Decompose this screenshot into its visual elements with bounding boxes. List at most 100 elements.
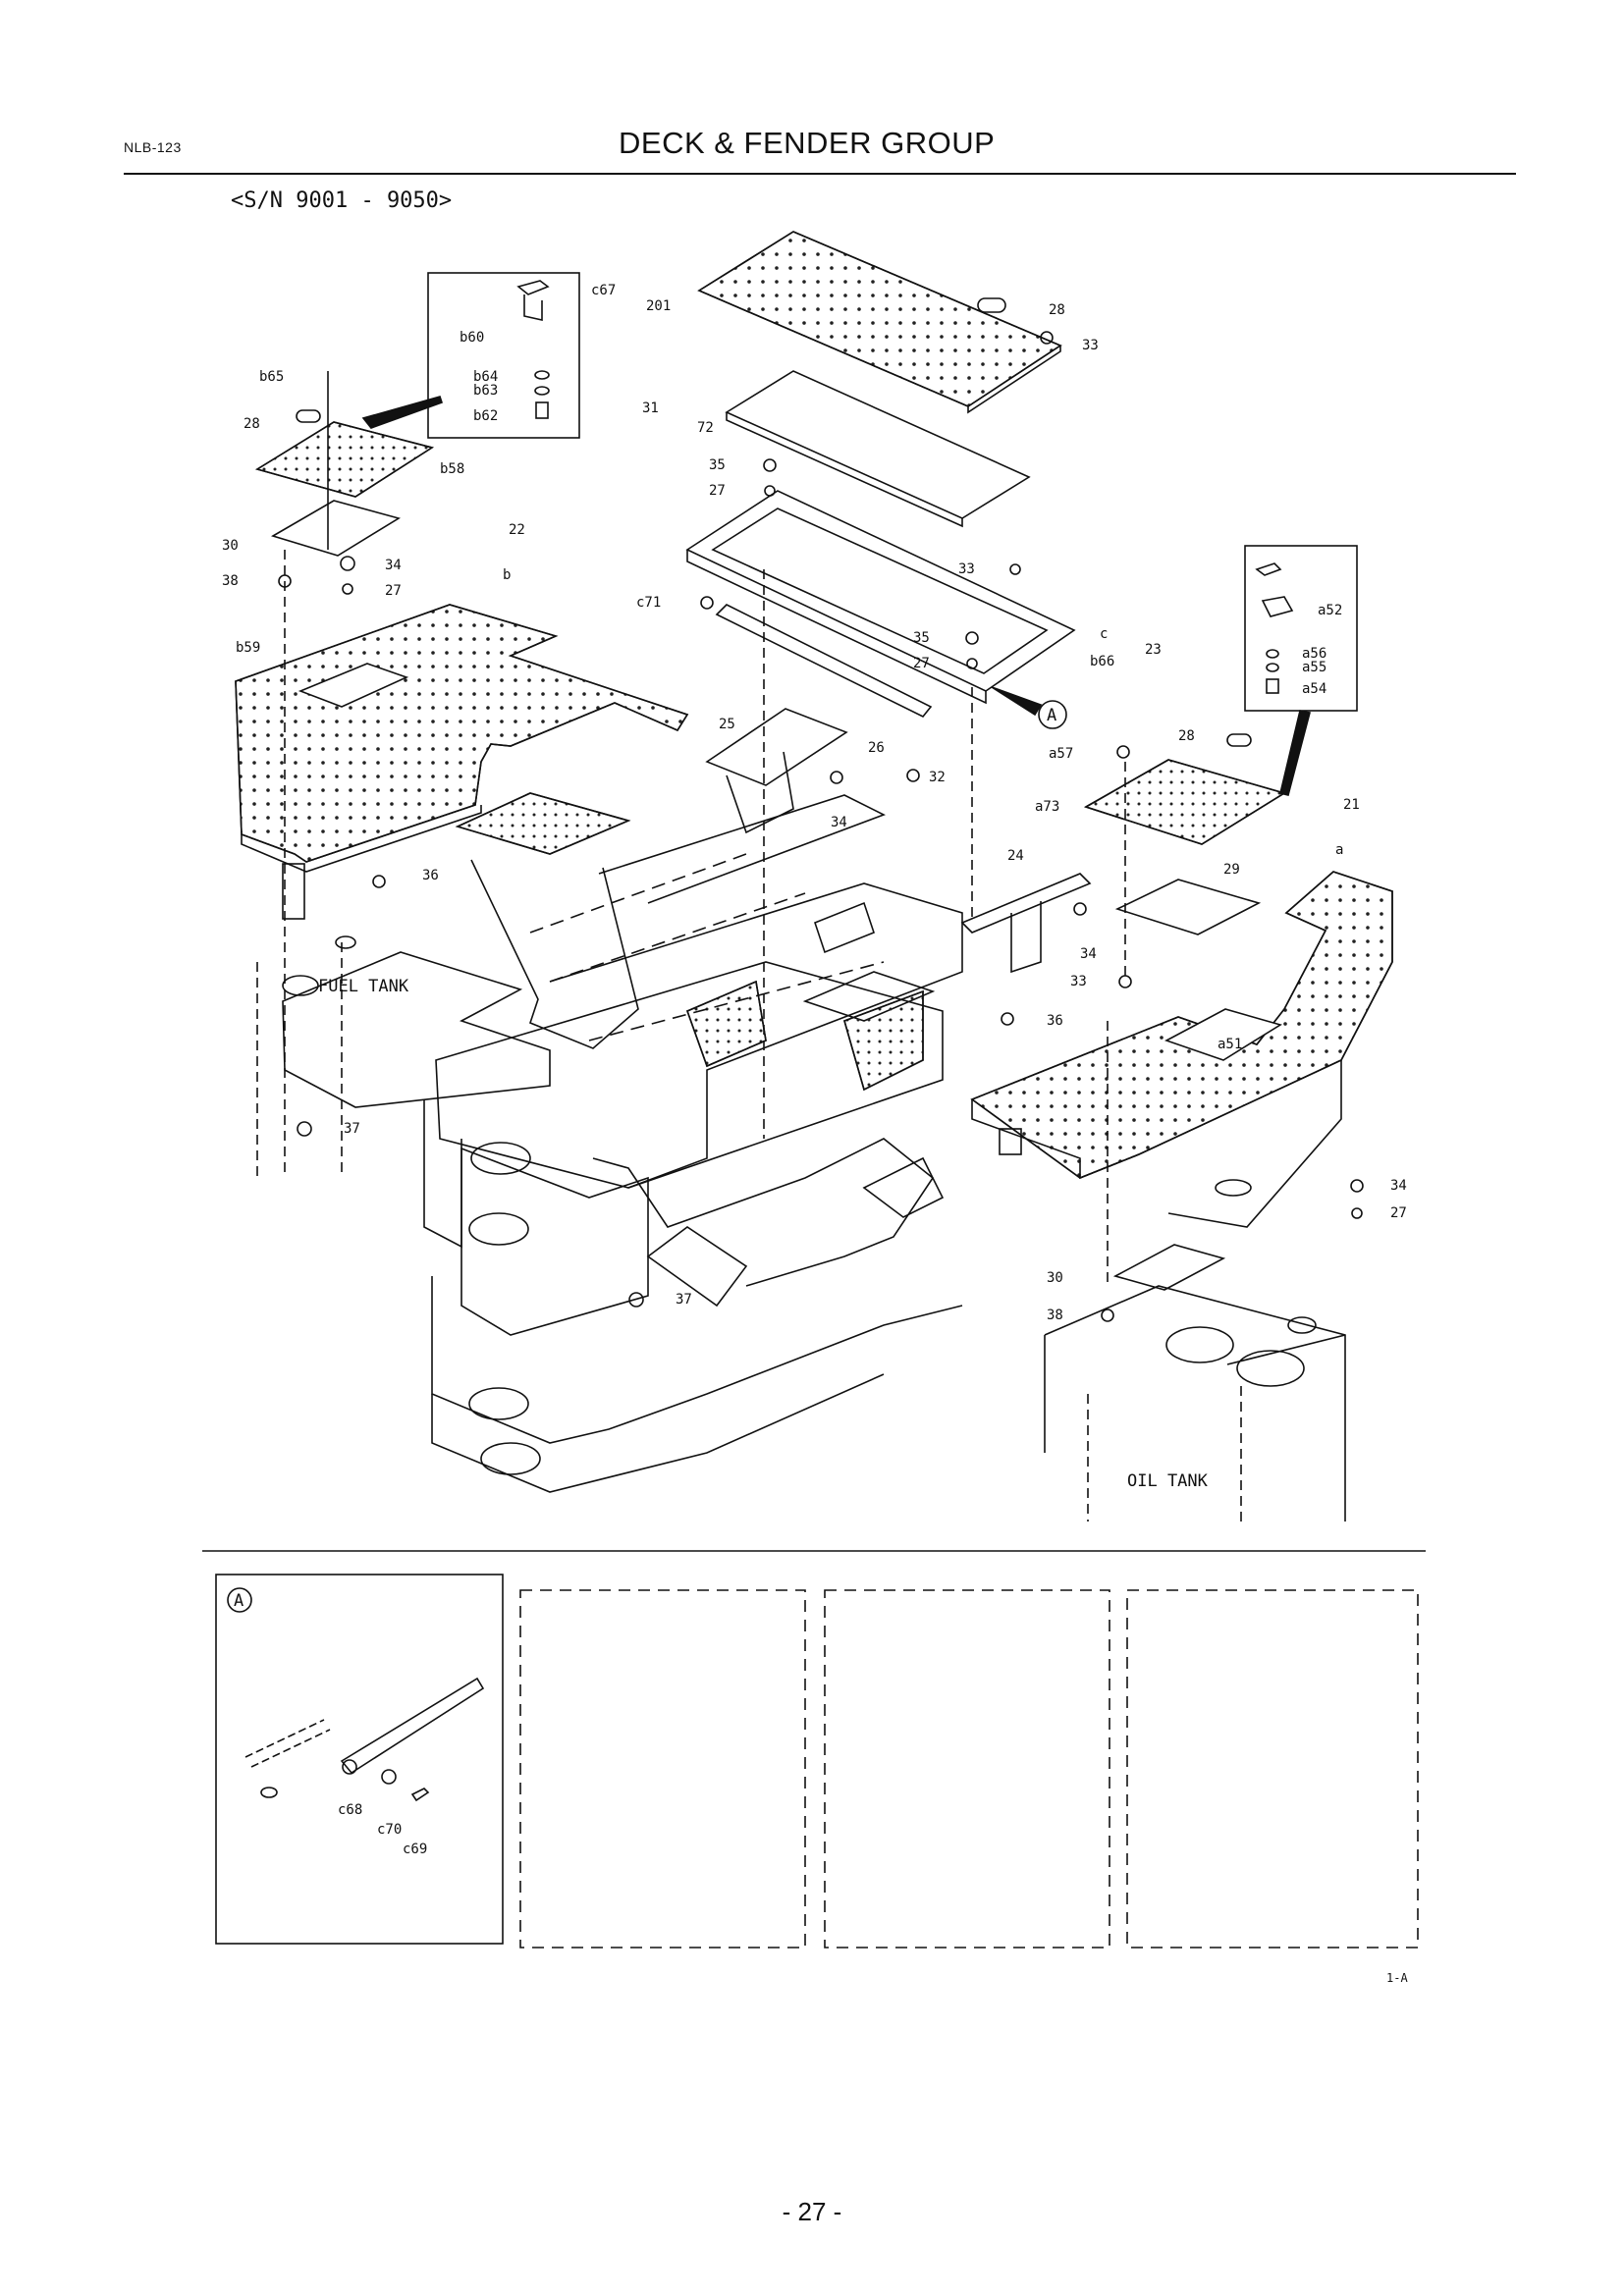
bolt-34-left [340, 556, 355, 571]
grommet-28-top [977, 297, 1006, 313]
bolt-36-right [1001, 1012, 1014, 1026]
label-a56: a56 [1302, 646, 1326, 662]
label-a51: a51 [1218, 1037, 1242, 1052]
grommet-28-right [1226, 733, 1252, 747]
callout-a-circle [1038, 700, 1067, 729]
oil-filler-3 [1287, 1316, 1317, 1334]
label-fuel-tank: FUEL TANK [318, 977, 409, 996]
label-b59: b59 [236, 640, 260, 656]
label-30-right: 30 [1047, 1270, 1063, 1286]
label-28-top: 28 [1049, 302, 1065, 318]
bolt-36-left [372, 875, 386, 888]
label-b62: b62 [473, 408, 498, 424]
label-a: a [1335, 842, 1343, 858]
pivot-hole-3 [468, 1387, 529, 1420]
label-a54: a54 [1302, 681, 1326, 697]
cover-30-left [271, 500, 401, 557]
leader-callout-a [991, 686, 1043, 717]
washer-c70 [381, 1769, 397, 1785]
title-rule [124, 173, 1516, 175]
pin-c68 [342, 1759, 357, 1775]
label-oil-tank: OIL TANK [1127, 1471, 1209, 1491]
cover-72 [725, 370, 1031, 519]
bracket-b60 [516, 280, 550, 321]
label-21: 21 [1343, 797, 1360, 813]
label-b58: b58 [440, 461, 464, 477]
oil-filler-2 [1236, 1350, 1305, 1387]
washer-27-b [966, 658, 978, 669]
bracket-24 [960, 873, 1092, 974]
bolt-33-b [1009, 563, 1021, 575]
empty-box-1 [519, 1589, 806, 1949]
label-c67: c67 [591, 283, 616, 298]
label-27-left: 27 [385, 583, 402, 599]
washer-a56 [1266, 649, 1279, 659]
bracket-25 [705, 708, 848, 834]
detail-a-washer [260, 1787, 278, 1798]
washer-27-left [342, 583, 353, 595]
label-b65: b65 [259, 369, 284, 385]
label-32: 32 [929, 770, 946, 785]
label-28-right: 28 [1178, 728, 1195, 744]
detail-a-circle [227, 1587, 252, 1613]
label-c71: c71 [636, 595, 661, 611]
label-37-left: 37 [344, 1121, 360, 1137]
label-34-right: 34 [1390, 1178, 1407, 1194]
bolt-35-b [965, 631, 979, 645]
cover-30-right [1112, 1244, 1226, 1291]
label-72: 72 [697, 420, 714, 436]
bolt-a54 [1266, 678, 1279, 694]
fuel-filler-cap [282, 975, 319, 996]
label-37-center: 37 [676, 1292, 692, 1308]
nut-33-right [1118, 975, 1132, 988]
plate-a73 [1084, 759, 1286, 845]
leg-left-fender [282, 863, 305, 920]
grommet-28-left [296, 409, 321, 423]
part-labels: c67 201 28 33 b60 b64 b63 b62 b65 28 b58… [222, 283, 1407, 1857]
nut-37-center [628, 1292, 644, 1308]
label-b: b [503, 567, 511, 583]
page-number: - 27 - [782, 2197, 842, 2226]
label-24: 24 [1007, 848, 1024, 864]
bolt-35-a [763, 458, 777, 472]
opening-b59 [298, 663, 409, 708]
label-33-b: 33 [958, 561, 975, 577]
cotter-c69 [410, 1788, 430, 1802]
bolt-33-top [1040, 331, 1054, 345]
opening-a51 [1164, 1008, 1282, 1061]
detail-box-a [215, 1574, 504, 1945]
document-code: NLB-123 [124, 139, 182, 155]
label-b66: b66 [1090, 654, 1114, 669]
bolt-34-right-top [1073, 902, 1087, 916]
label-c70: c70 [377, 1822, 402, 1838]
label-a55: a55 [1302, 660, 1326, 675]
label-29: 29 [1223, 862, 1240, 878]
page-title: DECK & FENDER GROUP [619, 126, 996, 160]
label-26: 26 [868, 740, 885, 756]
label-34-left: 34 [385, 558, 402, 573]
label-a73: a73 [1035, 799, 1059, 815]
nut-b63 [534, 386, 550, 396]
label-36-right: 36 [1047, 1013, 1063, 1029]
leg-right-fender [999, 1128, 1022, 1155]
label-22: 22 [509, 522, 525, 538]
label-27-a: 27 [709, 483, 726, 499]
detail-leader-a52 [1279, 710, 1311, 796]
label-35-a: 35 [709, 457, 726, 473]
bolt-34-right [1350, 1179, 1364, 1193]
label-31: 31 [642, 400, 659, 416]
pivot-hole-2 [468, 1212, 529, 1246]
right-fender-hole [1215, 1179, 1252, 1197]
detail-box-a52 [1244, 545, 1358, 712]
label-b64: b64 [473, 369, 498, 385]
label-35-b: 35 [913, 630, 930, 646]
washer-b64 [534, 370, 550, 380]
bolt-b62 [535, 401, 549, 419]
label-c69: c69 [403, 1842, 427, 1857]
oil-filler-1 [1165, 1326, 1234, 1363]
chassis-frame [455, 792, 631, 855]
serial-range: <S/N 9001 - 9050> [231, 188, 453, 213]
label-b60: b60 [460, 330, 484, 346]
bracket-a52 [1255, 562, 1294, 617]
